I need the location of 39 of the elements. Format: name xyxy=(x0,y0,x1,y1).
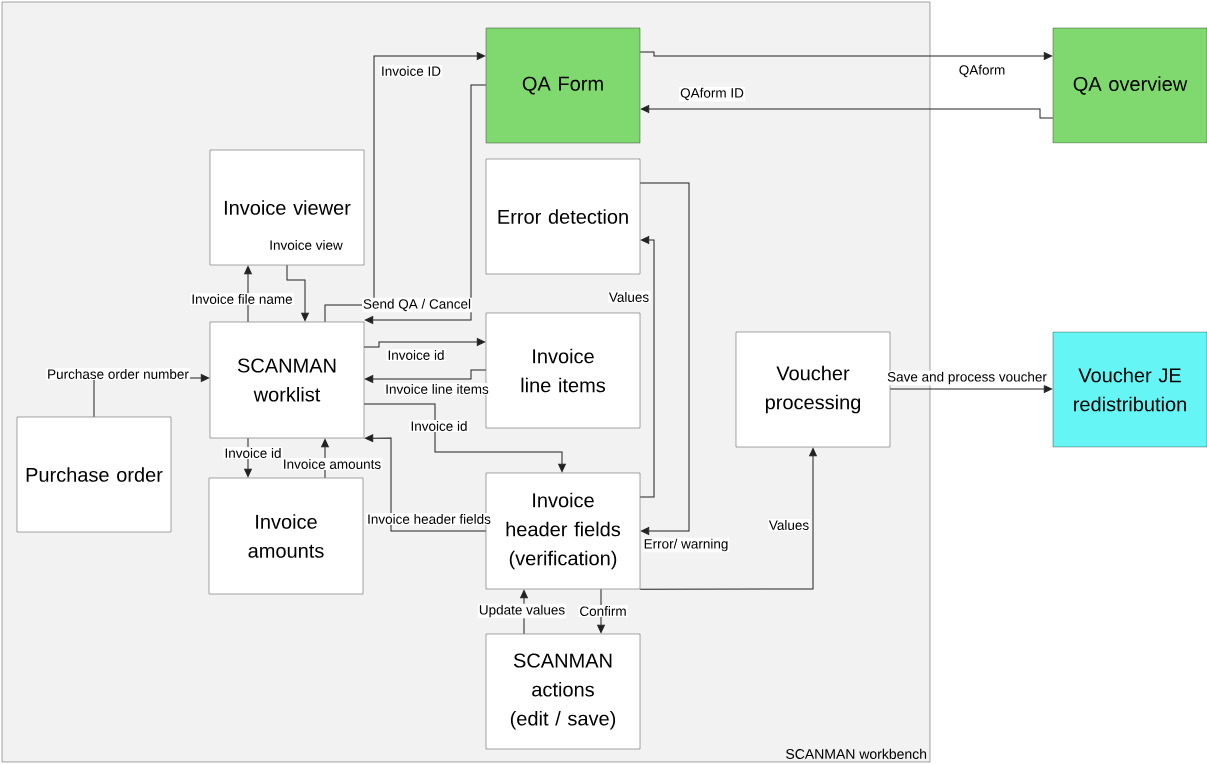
edge-label: Invoice amounts xyxy=(281,458,383,470)
process-box: QA Form xyxy=(485,27,641,144)
arrow xyxy=(364,369,487,383)
edge-label: Values xyxy=(607,291,651,303)
arrow xyxy=(244,437,252,478)
edge-label: Invoice view xyxy=(268,239,344,251)
arrow xyxy=(363,403,566,473)
arrow xyxy=(639,447,817,590)
process-box: Purchase order xyxy=(16,416,172,533)
arrow xyxy=(244,265,252,323)
process-box: Voucher JE redistribution xyxy=(1052,331,1207,448)
edge-label: Save and process voucher xyxy=(886,370,1048,386)
edge-label: Invoice id xyxy=(223,447,283,459)
arrow xyxy=(639,51,1053,60)
edge-label: QAform xyxy=(957,63,1007,79)
arrow xyxy=(639,182,690,535)
edge-label: Invoice file name xyxy=(190,293,294,305)
edge-label: Invoice line items xyxy=(384,383,490,395)
arrow xyxy=(363,338,486,348)
arrow xyxy=(321,438,329,479)
process-box: SCANMAN worklist xyxy=(209,321,365,439)
arrow xyxy=(639,236,655,498)
edge-label: Purchase order number xyxy=(46,368,190,380)
process-box: Invoice amounts xyxy=(208,477,364,595)
edge-label: Values xyxy=(767,519,811,531)
edge-label: Invoice header fields xyxy=(366,513,492,525)
process-box: Error detection xyxy=(485,158,641,275)
arrow xyxy=(364,434,487,532)
edge-label: Invoice id xyxy=(409,420,469,432)
process-box: QA overview xyxy=(1052,27,1207,144)
arrow xyxy=(324,52,486,323)
edge-label: Invoice ID xyxy=(380,65,442,77)
arrow xyxy=(889,385,1053,393)
arrow xyxy=(286,264,309,322)
arrow xyxy=(640,105,1054,119)
edge-label: Confirm xyxy=(578,605,628,617)
edge-label: Invoice id xyxy=(386,349,446,361)
process-box: SCANMAN actions (edit / save) xyxy=(485,633,641,750)
arrow xyxy=(364,84,487,324)
